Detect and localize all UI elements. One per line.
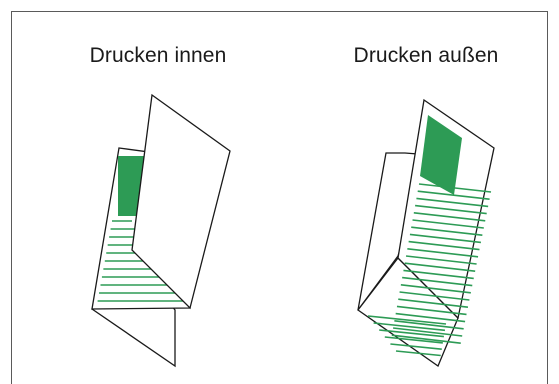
outside-bottom-text-line <box>373 322 446 332</box>
inside-front-panel <box>131 93 231 310</box>
outside-text-line <box>408 240 480 251</box>
fold-outside-figure <box>357 98 495 367</box>
outside-text-line <box>411 226 483 236</box>
print-inside-label: Drucken innen <box>89 44 227 67</box>
outside-text-line <box>395 312 466 323</box>
fold-inside-figure <box>91 93 231 368</box>
outside-text-line <box>394 320 464 330</box>
outside-text-line <box>415 204 487 215</box>
outside-text-line <box>413 212 486 222</box>
outside-text-line <box>418 183 492 193</box>
outside-bottom-text-line <box>367 315 447 325</box>
outside-text-line <box>391 334 461 344</box>
outside-bottom-text-line <box>390 343 442 350</box>
outside-text-line <box>416 197 489 208</box>
outside-text-line <box>400 284 471 294</box>
print-outside-label: Drucken außen <box>353 44 499 67</box>
outside-text-line <box>399 291 470 301</box>
outside-text-line <box>392 327 463 337</box>
outside-text-line <box>409 233 482 244</box>
outside-text-line <box>405 255 477 265</box>
outside-image-block <box>420 115 462 195</box>
outside-text-line <box>398 298 469 308</box>
outside-bottom-text-line <box>395 350 441 357</box>
outside-bottom-text-line <box>379 329 444 338</box>
outside-text-line <box>403 269 474 280</box>
outside-text-line <box>404 262 476 272</box>
outside-text-line <box>407 248 479 258</box>
outside-bottom-text-line <box>384 336 443 344</box>
outside-text-line <box>396 305 467 316</box>
outside-text-line <box>417 190 490 200</box>
outside-text-line <box>412 219 484 229</box>
outside-text-line <box>402 276 473 287</box>
